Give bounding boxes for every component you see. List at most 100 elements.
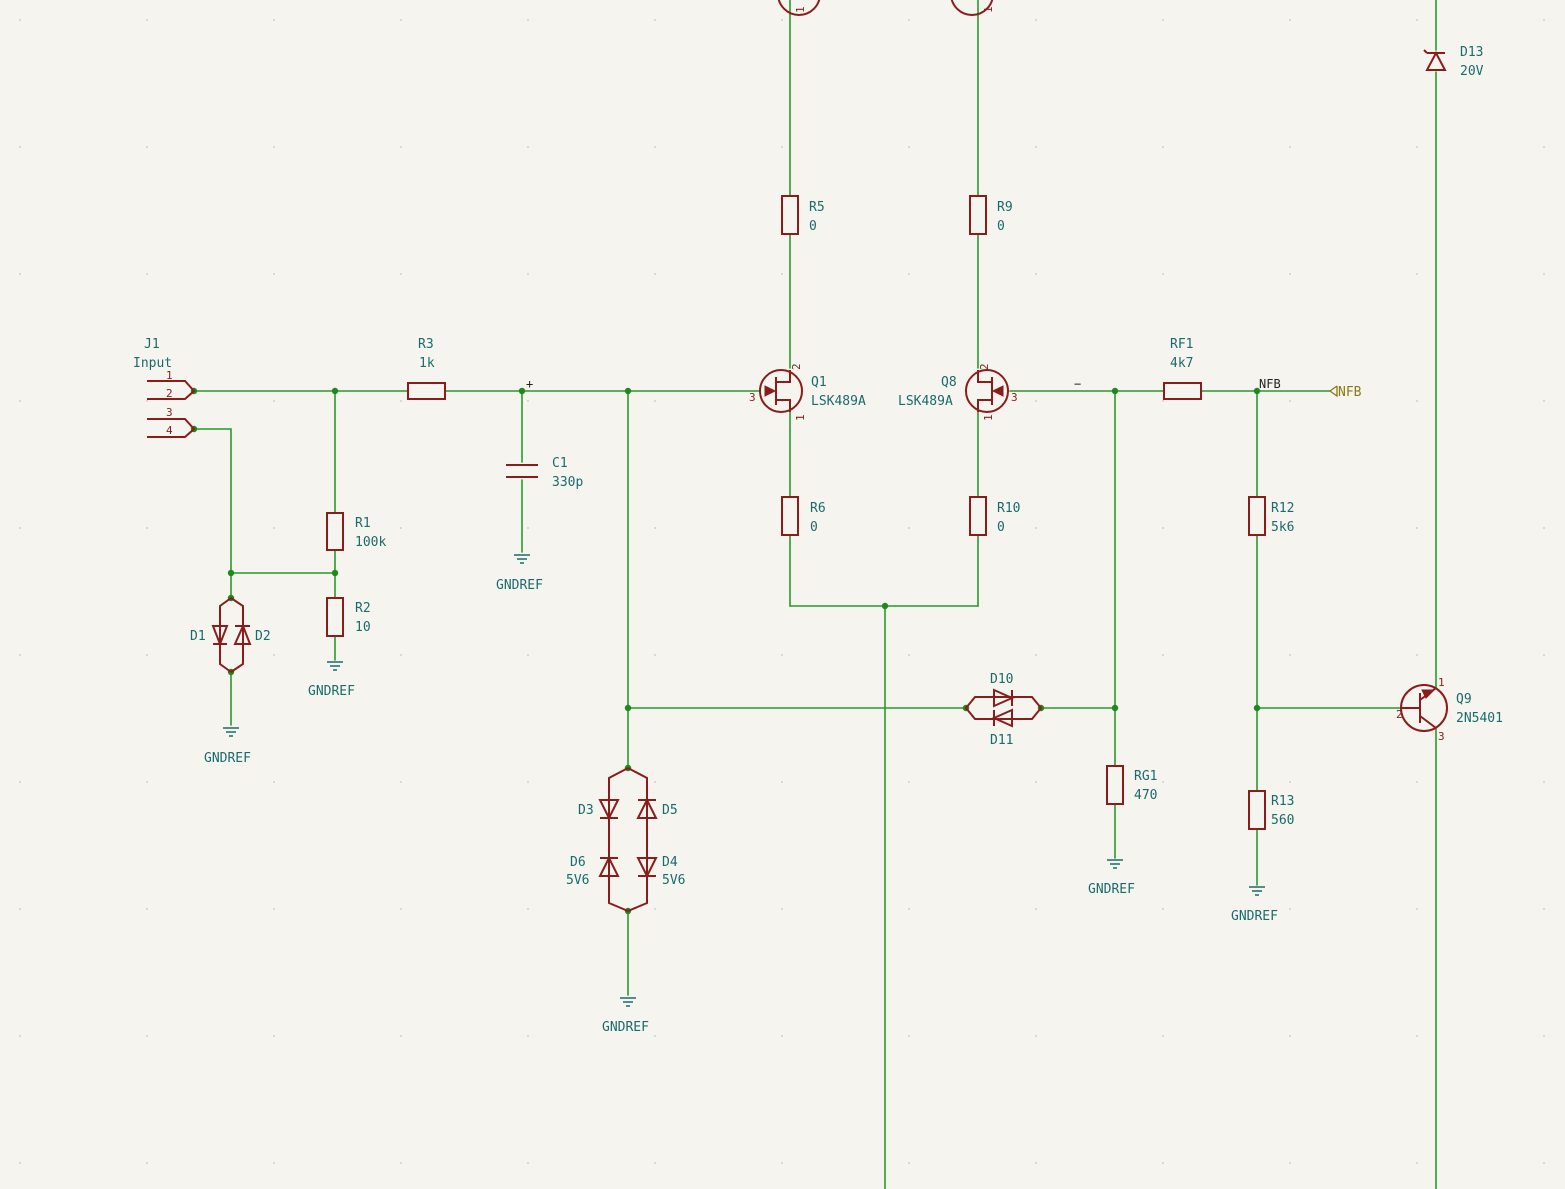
grid-dot [400, 273, 402, 275]
ground-r13[interactable]: GNDREF [1231, 886, 1278, 924]
connector-j1[interactable]: 1 2 3 4 J1 Input [133, 337, 196, 438]
ground-rg1[interactable]: GNDREF [1088, 859, 1135, 897]
ground-r2[interactable]: GNDREF [308, 661, 355, 699]
grid-dot [1543, 781, 1545, 783]
grid-dot [527, 654, 529, 656]
grid-dot [146, 654, 148, 656]
grid-dot [527, 527, 529, 529]
ref-label: D6 [570, 855, 586, 870]
junctions [190, 387, 1261, 915]
ground-label: GNDREF [1088, 882, 1135, 897]
resistor-r9[interactable]: R9 0 [969, 195, 1013, 235]
diode-pair-d1-d2[interactable]: D1 D2 [190, 597, 271, 673]
grid-dot [1162, 527, 1164, 529]
grid-dot [273, 908, 275, 910]
ref-label: Q8 [941, 375, 957, 390]
net-label-nfb[interactable]: NFB [1259, 377, 1281, 391]
ground-label: GNDREF [1231, 909, 1278, 924]
grid-dot [19, 400, 21, 402]
grid-dot [1543, 400, 1545, 402]
grid-dot [1543, 1162, 1545, 1164]
wire-protection[interactable] [627, 390, 1116, 769]
resistor-rg1[interactable]: RG1 470 [1106, 765, 1157, 805]
resistor-r12[interactable]: R12 5k6 [1248, 496, 1294, 536]
grid-dot [908, 654, 910, 656]
grid-dot [1162, 400, 1164, 402]
pin-number: 2 [166, 387, 173, 400]
resistor-rf1[interactable]: RF1 4k7 [1163, 337, 1202, 400]
diode-pair-d10-d11[interactable]: D10 D11 [964, 672, 1043, 748]
value-label: 470 [1134, 788, 1157, 803]
resistor-r3[interactable]: R3 1k [407, 337, 446, 400]
junction [331, 387, 339, 395]
grid-dot [273, 527, 275, 529]
grid-dot [654, 908, 656, 910]
grid-dot [1035, 1162, 1037, 1164]
grid-dot [273, 400, 275, 402]
ground-d1[interactable]: GNDREF [204, 727, 251, 766]
grid-dot [908, 781, 910, 783]
junction [1111, 387, 1119, 395]
grid-dot [400, 1162, 402, 1164]
resistor-r6[interactable]: R6 0 [781, 496, 826, 536]
resistor-r1[interactable]: R1 100k [326, 512, 386, 551]
resistor-r10[interactable]: R10 0 [969, 496, 1020, 536]
grid-dot [654, 19, 656, 21]
junction [1111, 704, 1119, 712]
zener-array-d3-d6-d5-d4[interactable]: D3 D5 D6 5V6 D4 5V6 [566, 767, 685, 912]
grid-dot [1543, 654, 1545, 656]
global-label-nfb[interactable]: NFB [1329, 385, 1362, 400]
grid-dot [1289, 273, 1291, 275]
ref-label: R10 [997, 501, 1020, 516]
value-label: 4k7 [1170, 356, 1193, 371]
jfet-q1[interactable]: 2 1 3 Q1 LSK489A [749, 363, 866, 421]
grid-dot [400, 527, 402, 529]
grid-dot [400, 654, 402, 656]
grid-dot [146, 908, 148, 910]
grid-dot [781, 273, 783, 275]
grid-dot [1416, 908, 1418, 910]
grid-dot [1035, 19, 1037, 21]
grid-dot [1162, 654, 1164, 656]
grid-dot [781, 654, 783, 656]
partial-transistor-top-right: 1 [950, 0, 995, 16]
jfet-q8[interactable]: 2 1 3 Q8 LSK489A [898, 363, 1018, 421]
resistor-r5[interactable]: R5 0 [781, 195, 825, 235]
bjt-q9[interactable]: 1 2 3 Q9 2N5401 [1396, 676, 1503, 743]
value-label: LSK489A [898, 394, 953, 409]
grid-dot [908, 527, 910, 529]
value-label: Input [133, 356, 172, 371]
ref-label: D4 [662, 855, 678, 870]
zener-d13[interactable]: D13 20V [1423, 45, 1484, 79]
grid-dot [527, 400, 529, 402]
ref-label: D13 [1460, 45, 1483, 60]
value-label: 0 [809, 219, 817, 234]
value-label: LSK489A [811, 394, 866, 409]
grid-dot [400, 19, 402, 21]
grid-dot [654, 273, 656, 275]
wires [193, 0, 1437, 1189]
resistor-r2[interactable]: R2 10 [326, 597, 371, 637]
wire-r12-r13[interactable] [1256, 390, 1401, 886]
grid-dot [654, 400, 656, 402]
capacitor-c1[interactable]: C1 330p [506, 456, 583, 490]
resistor-r13[interactable]: R13 560 [1248, 790, 1294, 830]
grid-dot [146, 400, 148, 402]
ground-c1[interactable]: GNDREF [496, 554, 543, 593]
grid-dot [146, 19, 148, 21]
grid-dot [273, 654, 275, 656]
grid-dot [1035, 654, 1037, 656]
pin-number: 3 [166, 406, 173, 419]
value-label: 0 [997, 520, 1005, 535]
ground-zener-array[interactable]: GNDREF [602, 997, 649, 1035]
wire-j1-pin4[interactable] [193, 428, 336, 574]
value-label: 5V6 [566, 873, 589, 888]
wire-q1-source[interactable] [789, 411, 979, 1189]
grid-dot [1416, 527, 1418, 529]
grid-dot [1289, 527, 1291, 529]
grid-dot [1289, 400, 1291, 402]
ref-label: D11 [990, 733, 1013, 748]
grid-dot [400, 908, 402, 910]
value-label: 560 [1271, 813, 1294, 828]
